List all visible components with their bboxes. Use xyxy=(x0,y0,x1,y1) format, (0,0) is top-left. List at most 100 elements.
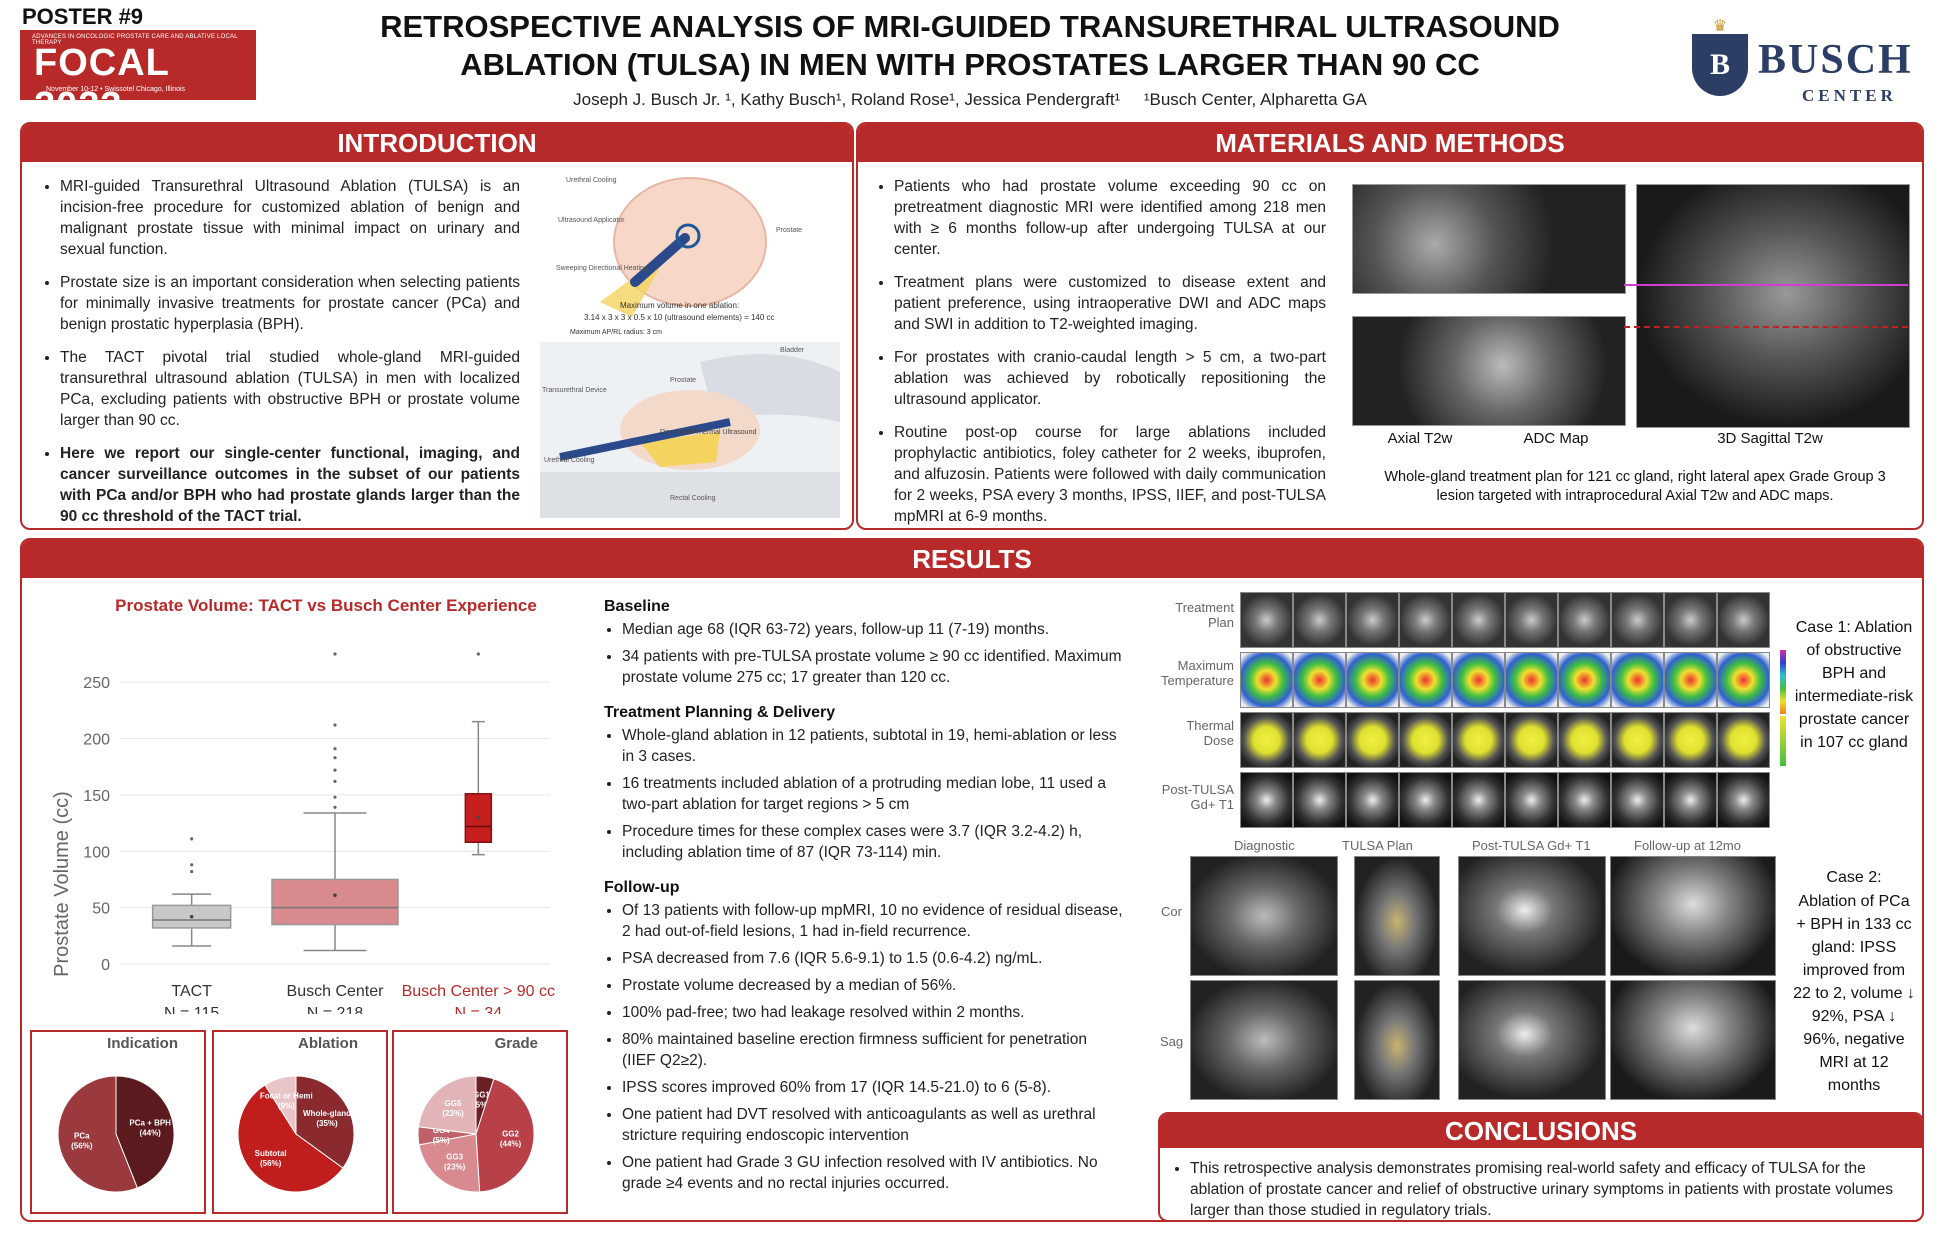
introduction-heading: INTRODUCTION xyxy=(22,124,852,162)
case1-image-cell xyxy=(1664,652,1717,708)
box-plot-outlier xyxy=(333,768,337,772)
sagittal-line-red xyxy=(1624,326,1908,330)
methods-figure-caption: Whole-gland treatment plan for 121 cc gl… xyxy=(1384,469,1886,504)
label-applicator: Ultrasound Applicator xyxy=(558,217,625,224)
box-plot-box xyxy=(271,878,399,926)
pie-slice-pct: (44%) xyxy=(500,1139,522,1148)
pie-slice-pct: (9%) xyxy=(278,1102,295,1111)
case2-col-tulsa-plan: TULSA Plan xyxy=(1342,838,1413,853)
row-label-max-temp: Maximum Temperature xyxy=(1161,658,1234,688)
pie-slice xyxy=(475,1078,535,1193)
methods-bullet: Treatment plans were customized to disea… xyxy=(894,272,1326,335)
shield-icon: B xyxy=(1692,34,1748,96)
box-plot-outlier xyxy=(333,652,337,656)
label-prostate-2: Prostate xyxy=(670,377,696,384)
case1-image-cell xyxy=(1505,592,1558,648)
sagittal-line-magenta xyxy=(1624,284,1908,286)
followup-bullet: Prostate volume decreased by a median of… xyxy=(622,975,1124,996)
case2-col-post-tulsa: Post-TULSA Gd+ T1 xyxy=(1472,838,1591,853)
mri-axial-top xyxy=(1352,184,1626,294)
case2-image-cell xyxy=(1458,856,1606,976)
row-label-post-tulsa: Post-TULSA Gd+ T1 xyxy=(1161,782,1234,812)
conclusions-heading: CONCLUSIONS xyxy=(1160,1114,1922,1148)
label-rectal: Rectal Cooling xyxy=(670,495,716,502)
box-plot-mean xyxy=(333,893,337,898)
case1-image-cell xyxy=(1240,712,1293,768)
box-plot-category-label: Busch Center xyxy=(287,983,385,1000)
label-axial-t2w: Axial T2w xyxy=(1387,430,1453,447)
conclusions-text: This retrospective analysis demonstrates… xyxy=(1174,1158,1904,1233)
pie-slice xyxy=(237,1084,344,1193)
case1-image-cell xyxy=(1452,712,1505,768)
thermal-region xyxy=(640,432,720,467)
case2-image-cell xyxy=(1354,980,1440,1100)
box-plot-n-label: N = 34 xyxy=(455,1005,503,1014)
box-plot-category-label: TACT xyxy=(171,983,212,1000)
focal-logo-tagline: ADVANCES IN ONCOLOGIC PROSTATE CARE AND … xyxy=(32,34,238,46)
pie-slice-label: GG5 xyxy=(445,1099,462,1108)
followup-bullet: One patient had Grade 3 GU infection res… xyxy=(622,1152,1124,1194)
busch-logo-sub: CENTER xyxy=(1802,86,1897,105)
pie-slice xyxy=(417,1075,477,1135)
applicator-shape xyxy=(630,233,690,287)
methods-bullet: Patients who had prostate volume exceedi… xyxy=(894,176,1326,260)
case1-image-cell xyxy=(1717,592,1770,648)
box-plot-ytick: 200 xyxy=(83,732,110,749)
case1-image-cell xyxy=(1452,652,1505,708)
box-plot-outlier xyxy=(333,756,337,760)
pie-slice xyxy=(57,1075,139,1193)
busch-logo-name: BUSCH xyxy=(1758,37,1913,83)
box-plot-svg: Prostate Volume (cc) 050100150200250TACT… xyxy=(51,652,555,1014)
case1-image-cell xyxy=(1399,592,1452,648)
pie-title: Grade xyxy=(495,1035,538,1052)
label-3d-sagittal: 3D Sagittal T2w xyxy=(1717,430,1823,447)
pie-slice-pct: (23%) xyxy=(442,1109,464,1118)
pie-title: Indication xyxy=(107,1035,178,1052)
followup-bullet: Of 13 patients with follow-up mpMRI, 10 … xyxy=(622,900,1124,942)
tulsa-diagram: Urethral Cooling Ultrasound Applicator P… xyxy=(540,172,840,518)
authors: Joseph J. Busch Jr. ¹, Kathy Busch¹, Rol… xyxy=(573,90,1367,109)
planning-bullet: Whole-gland ablation in 12 patients, sub… xyxy=(622,725,1124,767)
pie-slice-label: GG4 xyxy=(433,1126,450,1135)
label-directional: Directional Thermal Ultrasound xyxy=(660,429,756,436)
case1-image-cell xyxy=(1717,712,1770,768)
case2-title: Case 2: xyxy=(1826,869,1882,886)
box-plot-title: Prostate Volume: TACT vs Busch Center Ex… xyxy=(115,596,537,615)
box-plot-outlier xyxy=(190,863,194,867)
box-plot-category-label: Busch Center > 90 cc xyxy=(402,983,555,1000)
case1-image-cell xyxy=(1293,772,1346,828)
case1-image-cell xyxy=(1717,772,1770,828)
pie-slice-pct: (5%) xyxy=(473,1101,490,1110)
followup-bullet: PSA decreased from 7.6 (IQR 5.6-9.1) to … xyxy=(622,948,1124,969)
case1-image-cell xyxy=(1399,652,1452,708)
methods-bullet: Routine post-op course for large ablatio… xyxy=(894,422,1326,527)
row-label-treatment-plan: Treatment Plan xyxy=(1175,600,1234,630)
pie-slice-label: Whole-gland xyxy=(303,1109,351,1118)
case1-description: Case 1: Ablation of obstructive BPH and … xyxy=(1794,619,1914,751)
color-scale-bar xyxy=(1780,650,1786,714)
label-transurethral: Transurethral Device xyxy=(542,387,607,394)
case1-image-cell xyxy=(1611,592,1664,648)
box-plot-outlier xyxy=(476,652,480,656)
followup-bullet: 100% pad-free; two had leakage resolved … xyxy=(622,1002,1124,1023)
followup-bullet: One patient had DVT resolved with antico… xyxy=(622,1104,1124,1146)
pie-slice-label: PCa xyxy=(74,1132,90,1141)
box-plot-outlier xyxy=(333,723,337,727)
focal-logo-date: November 10-12 • Swissotel Chicago, Illi… xyxy=(46,86,186,93)
case2-col-diagnostic: Diagnostic xyxy=(1234,838,1295,853)
title-line-1: RETROSPECTIVE ANALYSIS OF MRI-GUIDED TRA… xyxy=(380,9,1560,44)
case1-image-cell xyxy=(1240,652,1293,708)
box-plot-ylabel: Prostate Volume (cc) xyxy=(51,791,73,977)
box-plot-n-label: N = 115 xyxy=(164,1005,219,1014)
pie-slice-pct: (44%) xyxy=(140,1128,162,1137)
box-plot-mean xyxy=(476,815,481,820)
case1-image-cell xyxy=(1717,652,1770,708)
case1-image-cell xyxy=(1558,592,1611,648)
followup-title: Follow-up xyxy=(604,879,680,896)
max-volume-title: Maximum volume in one ablation: xyxy=(620,301,739,310)
label-sweeping: Sweeping Directional Heating xyxy=(556,265,648,272)
case1-image-cell xyxy=(1505,652,1558,708)
pie-slice xyxy=(418,1133,481,1193)
case2-image-cell xyxy=(1190,980,1338,1100)
pie-slice-label: GG3 xyxy=(446,1152,463,1161)
